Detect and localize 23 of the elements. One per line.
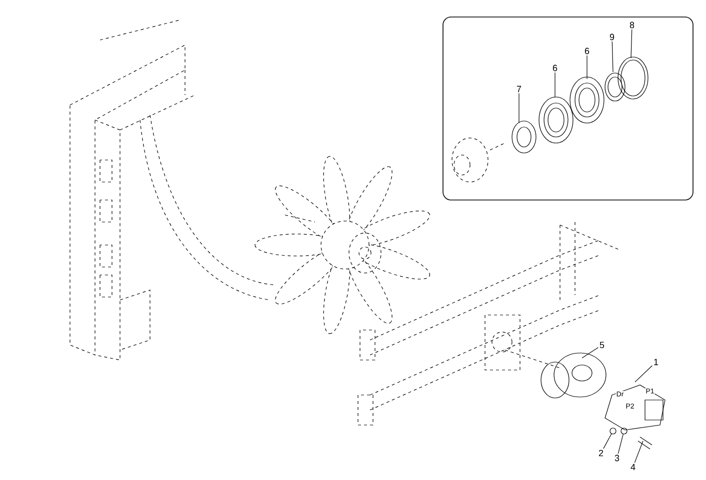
callout-number: 2 — [598, 450, 604, 456]
leader-line — [612, 41, 614, 72]
callout-number: 6 — [584, 48, 590, 54]
leader-line — [618, 434, 624, 454]
leader-line — [554, 72, 556, 98]
leader-line — [634, 440, 644, 463]
callout-number: 7 — [516, 86, 522, 92]
callout-number: 4 — [630, 464, 636, 470]
callout-number: 9 — [610, 34, 614, 40]
leader-line — [634, 365, 652, 382]
inset-frame — [442, 16, 694, 200]
leader-line — [630, 29, 632, 58]
callout-number: 5 — [600, 342, 604, 348]
callout-number: 3 — [614, 454, 620, 462]
washer — [610, 428, 616, 434]
leader-line — [518, 93, 520, 124]
callout-number: 8 — [630, 22, 634, 28]
callout-number: 1 — [654, 358, 658, 366]
leader-line — [582, 347, 598, 358]
leader-line — [603, 434, 612, 449]
leader-line — [586, 55, 588, 80]
washer — [620, 428, 628, 434]
callout-number: 6 — [552, 64, 558, 72]
